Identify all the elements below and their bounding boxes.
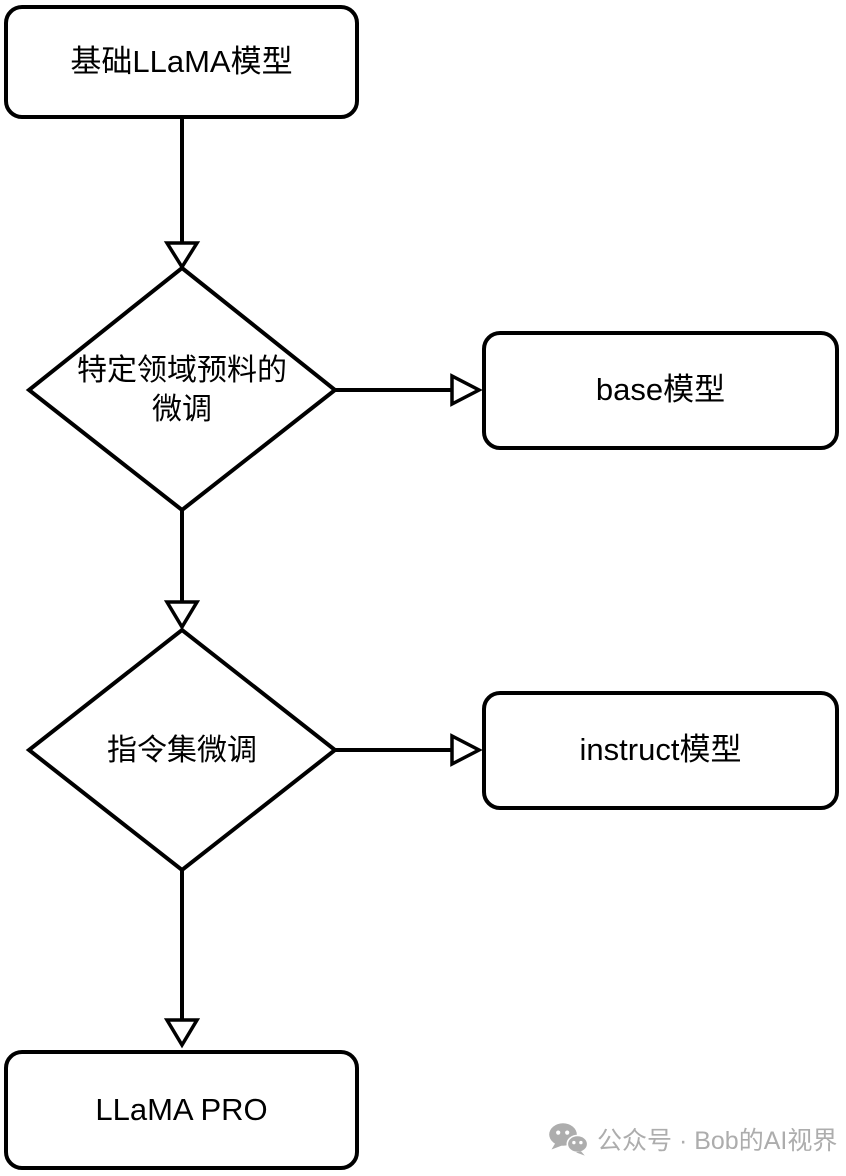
node-base-llama: 基础LLaMA模型 [4, 5, 359, 119]
watermark: 公众号 · Bob的AI视界 [548, 1121, 837, 1157]
arrowhead-right-icon [450, 373, 483, 407]
diamond-instruction-finetune-line1: 指令集微调 [107, 734, 257, 767]
node-base-model-label: base模型 [595, 372, 726, 408]
watermark-text: 公众号 · Bob的AI视界 [597, 1127, 838, 1155]
node-base-llama-label: 基础LLaMA模型 [70, 43, 293, 79]
node-instruct-model-label: instruct模型 [579, 732, 742, 768]
node-instruct-model: instruct模型 [482, 691, 839, 810]
diamond-domain-finetune-line1: 特定领域预料的 [77, 354, 287, 387]
wechat-icon [549, 1123, 588, 1156]
diamond-domain-finetune-line2: 微调 [152, 393, 212, 426]
arrowhead-down-icon [163, 600, 201, 631]
arrowhead-down-icon [163, 1018, 201, 1049]
diamond-instruction-finetune-label: 指令集微调 [32, 731, 332, 770]
diamond-domain-finetune-label: 特定领域预料的 微调 [32, 351, 332, 429]
node-llama-pro-label: LLaMA PRO [95, 1091, 268, 1127]
node-base-model: base模型 [482, 331, 839, 450]
arrowhead-right-icon [450, 733, 483, 767]
arrowhead-down-icon [163, 241, 201, 271]
node-llama-pro: LLaMA PRO [4, 1050, 359, 1170]
